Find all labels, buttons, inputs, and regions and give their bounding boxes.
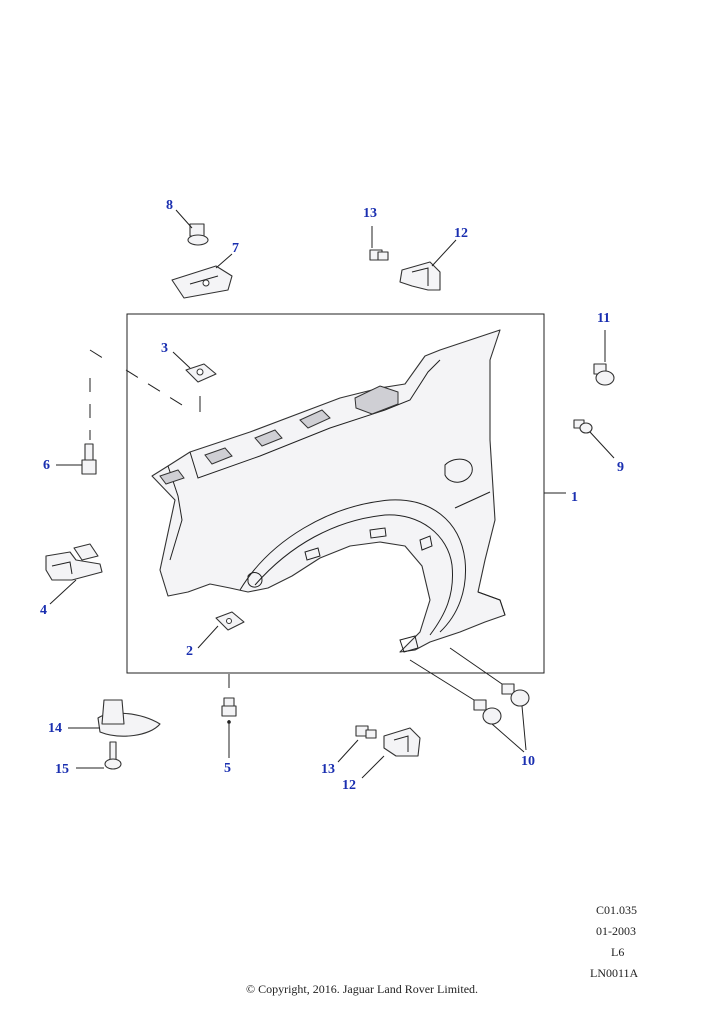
clip-12-bottom (383, 727, 421, 757)
clip-nut-2 (215, 611, 245, 631)
drawing-date: 01-2003 (596, 924, 636, 938)
bolt-6 (81, 443, 97, 475)
copyright-notice: © Copyright, 2016. Jaguar Land Rover Lim… (245, 982, 479, 996)
drawing-code: C01.035 (596, 903, 638, 917)
clip-12-top (399, 261, 441, 291)
callout-9: 9 (617, 460, 624, 475)
callout-13-bottom: 13 (321, 762, 335, 777)
callout-1: 1 (571, 490, 578, 505)
clip-nut-3 (185, 363, 217, 383)
callout-12-top: 12 (454, 226, 468, 241)
callout-13-top: 13 (363, 206, 377, 221)
callout-4: 4 (40, 603, 47, 618)
callout-15: 15 (55, 762, 69, 777)
bracket-4 (45, 543, 103, 581)
callout-7: 7 (232, 241, 239, 256)
callout-2: 2 (186, 644, 193, 659)
callout-14: 14 (48, 721, 62, 736)
stud-5 (221, 697, 237, 717)
bolt-13-top (369, 249, 389, 261)
callout-10: 10 (521, 754, 535, 769)
nut-8 (187, 223, 209, 246)
front-fender (151, 329, 506, 653)
bolt-11 (593, 363, 615, 386)
mounting-plate-14 (97, 699, 161, 737)
bolt-9 (573, 419, 593, 434)
callout-11: 11 (597, 311, 611, 326)
callout-8: 8 (166, 198, 173, 213)
model-code: L6 (611, 945, 625, 959)
callout-3: 3 (161, 341, 168, 356)
callout-12-bottom: 12 (342, 778, 356, 793)
callout-5: 5 (224, 761, 231, 776)
bolt-13-bottom (355, 725, 377, 739)
reference-code: LN0011A (590, 966, 639, 980)
nut-10a (501, 683, 530, 707)
callout-6: 6 (43, 458, 50, 473)
plate-7 (171, 265, 233, 299)
nut-10b (473, 699, 502, 725)
screw-15 (104, 741, 122, 770)
